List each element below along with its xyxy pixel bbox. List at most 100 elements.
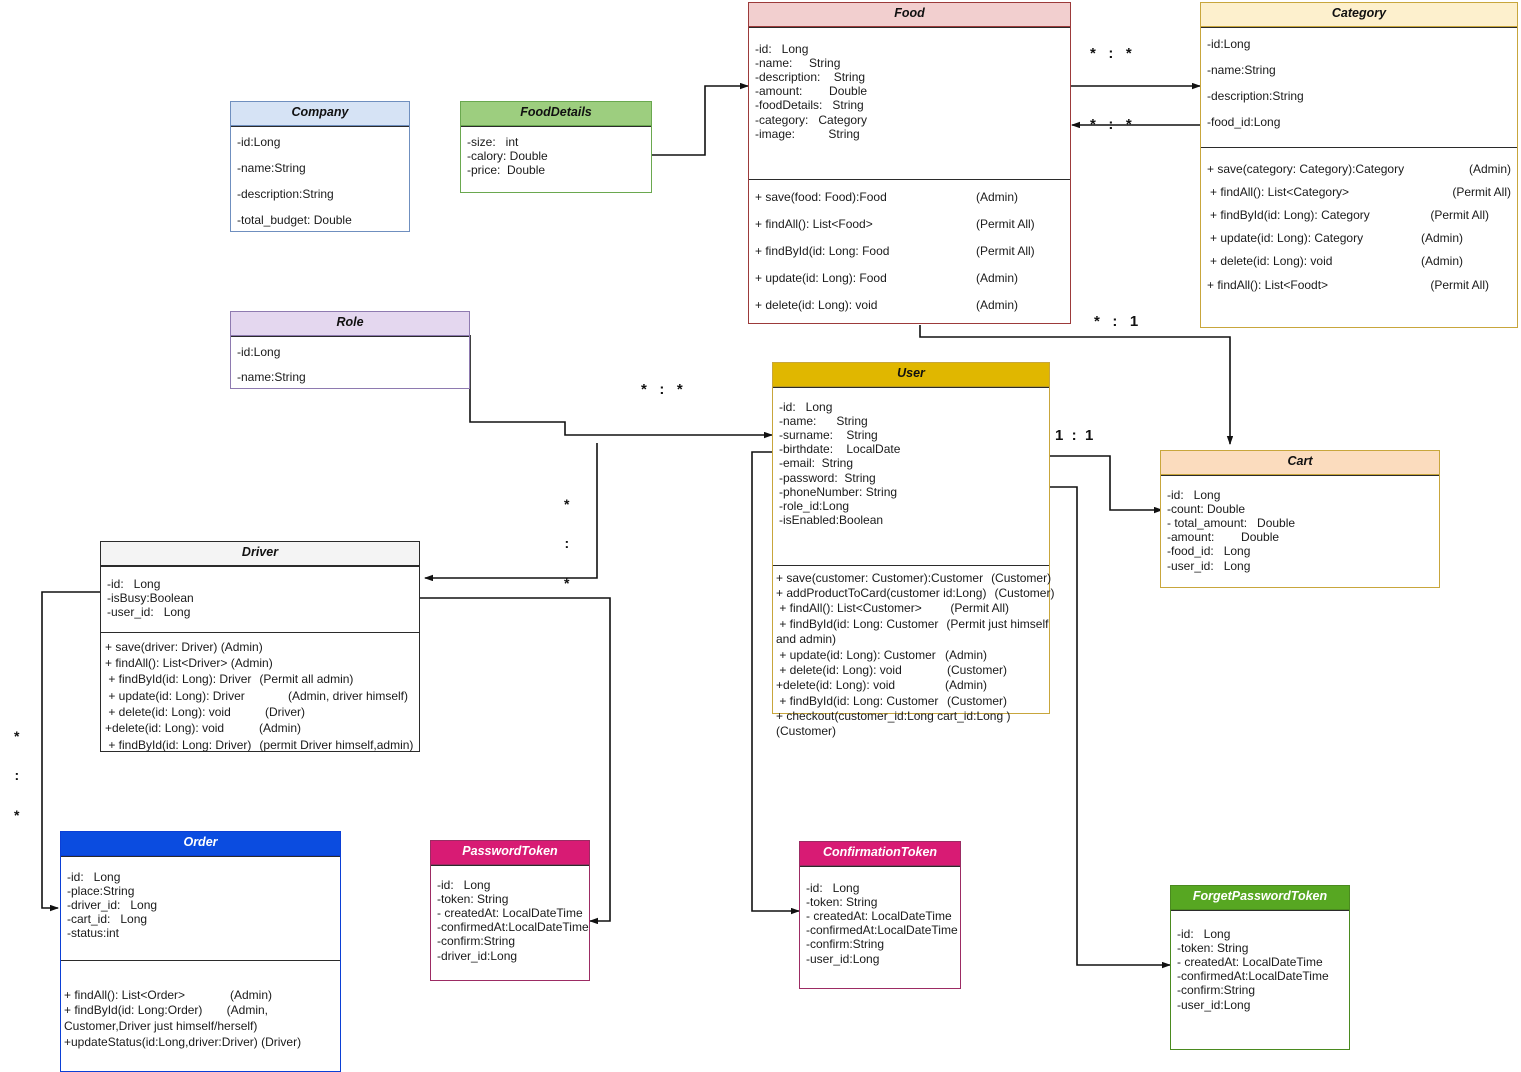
attribute-row: - createdAt: LocalDateTime — [437, 906, 583, 921]
multiplicity-food-category-bottom: * : * — [1090, 116, 1132, 133]
class-operations-food: + save(food: Food):Food (Admin) + findAl… — [749, 178, 1070, 320]
multiplicity-user-driver-l1: * — [564, 495, 570, 512]
attribute-row: -isEnabled:Boolean — [779, 513, 884, 527]
operation-row: Customer,Driver just himself/herself) — [64, 1018, 258, 1033]
operation-row: + save(customer: Customer):Customer (Cus… — [776, 570, 1052, 585]
operation-row: + findAll(): List<Category> (Permit All) — [1210, 184, 1511, 199]
class-attributes-driver: -id: Long -isBusy:Boolean -user_id: Long — [101, 565, 419, 632]
class-title-user: User — [773, 363, 1049, 387]
attribute-row: -id:Long — [237, 344, 281, 359]
operation-row: + update(id: Long): Category (Admin) — [1210, 231, 1463, 246]
attribute-row: -password: String — [779, 470, 876, 485]
attribute-row: -amount: Double — [755, 84, 868, 99]
multiplicity-user-driver-l2: : — [564, 535, 570, 552]
attribute-row: -description:String — [1207, 89, 1304, 104]
attribute-row: -id: Long — [1177, 926, 1231, 941]
operation-row: + delete(id: Long): void (Customer) — [776, 662, 1007, 677]
operation-row: +delete(id: Long): void (Admin) — [776, 678, 987, 693]
class-title-forgetpasswordtoken: ForgetPasswordToken — [1171, 886, 1349, 910]
multiplicity-role-user: * : * — [641, 381, 683, 398]
attribute-row: -phoneNumber: String — [779, 484, 898, 499]
class-operations-category: + save(category: Category):Category (Adm… — [1201, 146, 1517, 299]
attribute-row: -driver_id: Long — [67, 898, 158, 913]
class-attributes-role: -id:Long -name:String — [231, 335, 469, 391]
attribute-row: -driver_id:Long — [437, 948, 518, 963]
class-box-fooddetails[interactable]: FoodDetails -size: int -calory: Double -… — [460, 101, 652, 193]
class-operations-driver: + save(driver: Driver) (Admin) + findAll… — [101, 631, 419, 760]
class-box-user[interactable]: User -id: Long -name: String -surname: S… — [772, 362, 1054, 738]
attribute-row: -food_id:Long — [1207, 115, 1281, 130]
multiplicity-user-driver-l3: * — [564, 575, 570, 592]
attribute-row: -token: String — [1177, 940, 1249, 955]
operation-row: and admin) — [776, 632, 837, 647]
class-attributes-forgetpasswordtoken: -id: Long -token: String - createdAt: Lo… — [1171, 909, 1349, 1019]
multiplicity-user-cart: 1 : 1 — [1055, 427, 1094, 444]
edge-role-user — [469, 335, 773, 439]
attribute-row: -isBusy:Boolean — [107, 590, 194, 605]
attribute-row: -id: Long — [107, 576, 161, 591]
attribute-row: -user_id:Long — [1177, 997, 1251, 1012]
multiplicity-driver-order: * : * — [9, 703, 25, 849]
class-box-category[interactable]: Category -id:Long -name:String -descript… — [1200, 2, 1518, 328]
class-attributes-company: -id:Long -name:String -description:Strin… — [231, 125, 409, 235]
attribute-row: -token: String — [806, 894, 878, 909]
attribute-row: -email: String — [779, 456, 854, 471]
operation-row: + checkout(customer_id:Long cart_id:Long… — [776, 708, 1011, 723]
class-attributes-food: -id: Long -name: String -description: St… — [749, 26, 1070, 179]
class-box-forgetpasswordtoken[interactable]: ForgetPasswordToken -id: Long -token: St… — [1170, 885, 1350, 1050]
attribute-row: -status:int — [67, 926, 120, 941]
class-box-confirmationtoken[interactable]: ConfirmationToken -id: Long -token: Stri… — [799, 841, 961, 989]
operation-row: + delete(id: Long): void (Admin) — [1210, 254, 1463, 269]
attribute-row: -id: Long — [437, 877, 491, 892]
attribute-row: -id: Long — [755, 41, 809, 56]
class-box-passwordtoken[interactable]: PasswordToken -id: Long -token: String -… — [430, 840, 590, 981]
attribute-row: - total_amount: Double — [1167, 516, 1296, 531]
attribute-row: -price: Double — [467, 163, 546, 178]
attribute-row: -size: int — [467, 134, 519, 149]
class-title-company: Company — [231, 102, 409, 126]
operation-row: + findAll(): List<Driver> (Admin) — [105, 656, 273, 671]
attribute-row: -id: Long — [1167, 487, 1221, 502]
attribute-row: -id:Long — [1207, 36, 1251, 51]
class-title-fooddetails: FoodDetails — [461, 102, 651, 126]
operation-row: +updateStatus(id:Long,driver:Driver) (Dr… — [64, 1034, 302, 1049]
operation-row: + delete(id: Long): void (Driver) — [105, 705, 305, 719]
class-box-role[interactable]: Role -id:Long -name:String — [230, 311, 470, 389]
operation-row: + findById(id: Long: Customer (Customer) — [776, 693, 1007, 708]
attribute-row: -id: Long — [779, 399, 833, 414]
class-title-role: Role — [231, 312, 469, 336]
class-operations-order: + findAll(): List<Order> (Admin) + findB… — [61, 959, 340, 1057]
attribute-row: -role_id:Long — [779, 498, 850, 513]
attribute-row: -food_id: Long — [1167, 544, 1251, 559]
class-title-confirmationtoken: ConfirmationToken — [800, 842, 960, 866]
attribute-row: -id: Long — [67, 869, 121, 884]
attribute-row: -category: Category — [755, 112, 868, 127]
class-title-order: Order — [61, 832, 340, 856]
attribute-row: -count: Double — [1167, 501, 1246, 516]
attribute-row: -birthdate: LocalDate — [779, 442, 901, 457]
operation-row: + findById(id: Long): Category (Permit A… — [1210, 208, 1489, 223]
attribute-row: -name:String — [1207, 62, 1276, 77]
class-box-company[interactable]: Company -id:Long -name:String -descripti… — [230, 101, 410, 232]
multiplicity-driver-order-l2: : — [14, 767, 20, 784]
class-box-driver[interactable]: Driver -id: Long -isBusy:Boolean -user_i… — [100, 541, 420, 752]
operation-row: +delete(id: Long): void (Admin) — [105, 721, 301, 736]
attribute-row: -confirmedAt:LocalDateTime — [1177, 969, 1329, 984]
multiplicity-food-cart: * : 1 — [1094, 313, 1139, 330]
attribute-row: -foodDetails: String — [755, 98, 864, 113]
class-box-cart[interactable]: Cart -id: Long -count: Double - total_am… — [1160, 450, 1440, 588]
operation-row: (Customer) — [776, 724, 837, 739]
attribute-row: - createdAt: LocalDateTime — [1177, 955, 1323, 970]
attribute-row: -name:String — [237, 160, 306, 175]
class-box-order[interactable]: Order -id: Long -place:String -driver_id… — [60, 831, 341, 1072]
operation-row: + findById(id: Long:Order) (Admin, — [64, 1003, 268, 1018]
attribute-row: -total_budget: Double — [237, 213, 352, 228]
attribute-row: -confirmedAt:LocalDateTime — [437, 920, 589, 935]
class-attributes-order: -id: Long -place:String -driver_id: Long… — [61, 855, 340, 960]
class-box-food[interactable]: Food -id: Long -name: String -descriptio… — [748, 2, 1071, 324]
class-title-category: Category — [1201, 3, 1517, 27]
attribute-row: -surname: String — [779, 428, 878, 443]
class-attributes-user: -id: Long -name: String -surname: String… — [773, 386, 1049, 565]
attribute-row: -amount: Double — [1167, 530, 1280, 545]
